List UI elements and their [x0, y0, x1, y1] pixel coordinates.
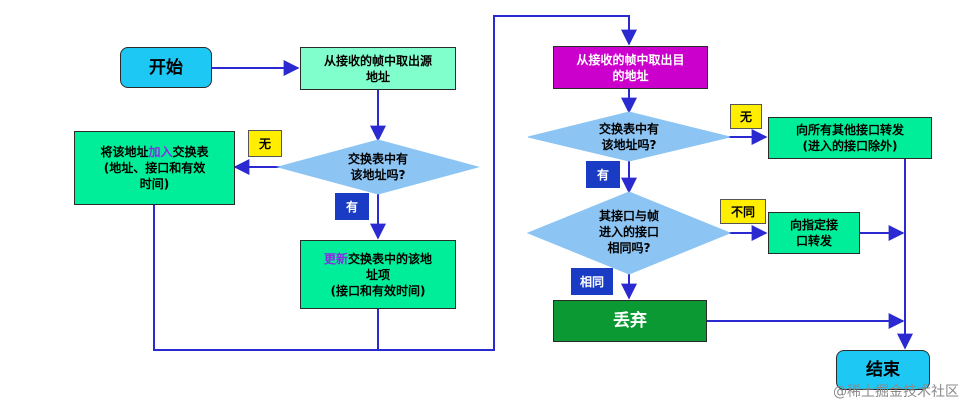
- label-no-2: 无: [730, 104, 762, 129]
- extract-dst-line2: 的地址: [612, 68, 649, 83]
- update-entry-node: 更新交换表中的该地 址项 (接口和有效时间): [300, 240, 456, 309]
- decision-dst-line1: 交换表中有: [598, 122, 659, 136]
- forward-line2: 口转发: [795, 234, 832, 248]
- end-node: 结束: [836, 350, 930, 390]
- forward-line1: 向指定接: [789, 218, 838, 232]
- extract-dst-line1: 从接收的帧中取出目: [576, 52, 685, 67]
- line-add-to-merge: [153, 205, 378, 351]
- extract-src-node: 从接收的帧中取出源 地址: [300, 47, 456, 90]
- extract-src-line1: 从接收的帧中取出源: [323, 53, 432, 68]
- start-label: 开始: [149, 57, 183, 78]
- add-entry-line3: 时间): [139, 177, 170, 191]
- decision-src-line2: 该地址吗?: [350, 168, 406, 182]
- decision-dst-text: 交换表中有 该地址吗?: [569, 121, 689, 153]
- discard-label: 丢弃: [613, 311, 647, 331]
- label-yes-1: 有: [335, 193, 369, 220]
- line-merge-to-dst: [378, 15, 637, 351]
- flood-line2: (进入的接口除外): [802, 139, 898, 153]
- update-entry-line3: (接口和有效时间): [330, 283, 426, 298]
- decision-same-iface: [526, 191, 732, 275]
- add-entry-highlight: 加入: [148, 145, 173, 159]
- label-yes-2: 有: [586, 161, 620, 188]
- decision-dst-line2: 该地址吗?: [601, 138, 657, 152]
- decision-src-in-table: [276, 139, 480, 195]
- label-diff: 不同: [720, 199, 766, 224]
- extract-src-line2: 地址: [365, 69, 390, 84]
- add-entry-line2: (地址、接口和有效: [103, 161, 206, 175]
- add-entry-node: 将该地址加入交换表 (地址、接口和有效 时间): [74, 131, 235, 205]
- decision-src-line1: 交换表中有: [347, 152, 408, 166]
- decision-same-line3: 相同吗?: [607, 241, 651, 255]
- watermark: @稀土掘金技术社区: [833, 384, 959, 400]
- decision-same-line1: 其接口与帧: [598, 209, 659, 223]
- update-entry-highlight: 更新: [323, 251, 348, 266]
- flood-line1: 向所有其他接口转发: [795, 123, 904, 137]
- decision-src-text: 交换表中有 该地址吗?: [318, 151, 438, 183]
- end-label: 结束: [866, 360, 900, 380]
- decision-same-line2: 进入的接口: [598, 225, 659, 239]
- update-entry-line2: 址项: [365, 267, 390, 282]
- discard-node: 丢弃: [553, 300, 707, 342]
- start-node: 开始: [120, 47, 212, 88]
- add-entry-pre: 将该地址: [100, 145, 149, 159]
- extract-dst-node: 从接收的帧中取出目 的地址: [553, 46, 708, 89]
- update-entry-post: 交换表中的该地: [348, 251, 433, 266]
- forward-node: 向指定接 口转发: [768, 212, 860, 254]
- decision-dst-in-table: [527, 111, 731, 162]
- decision-same-text: 其接口与帧 进入的接口 相同吗?: [569, 208, 689, 256]
- add-entry-line1: 将该地址加入交换表: [100, 144, 208, 160]
- label-same: 相同: [571, 268, 613, 295]
- add-entry-post: 交换表: [172, 145, 209, 159]
- flood-node: 向所有其他接口转发 (进入的接口除外): [768, 117, 932, 159]
- label-no-1: 无: [248, 130, 282, 157]
- update-entry-line1: 更新交换表中的该地: [324, 251, 432, 267]
